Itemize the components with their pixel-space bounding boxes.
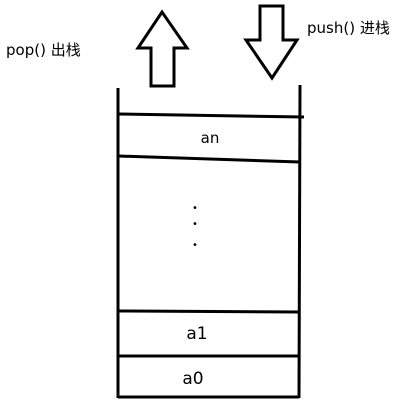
stack-right-wall: [297, 84, 302, 399]
push-arrow-icon: [243, 4, 300, 81]
slot-line-an-top: [117, 112, 305, 119]
pop-arrow-icon: [135, 9, 190, 88]
ellipsis-dot: •: [192, 240, 198, 251]
stack-item-an: an: [201, 129, 220, 147]
push-label: push() 进栈: [307, 19, 390, 37]
stack-item-a0: a0: [182, 369, 203, 389]
ellipsis-dot: •: [192, 219, 198, 230]
stack-item-a1: a1: [186, 324, 207, 344]
slot-line-a1-top: [117, 309, 300, 314]
slot-line-an-bottom: [117, 154, 301, 164]
ellipsis-dot: •: [192, 203, 198, 214]
pop-label: pop() 出栈: [6, 41, 81, 59]
